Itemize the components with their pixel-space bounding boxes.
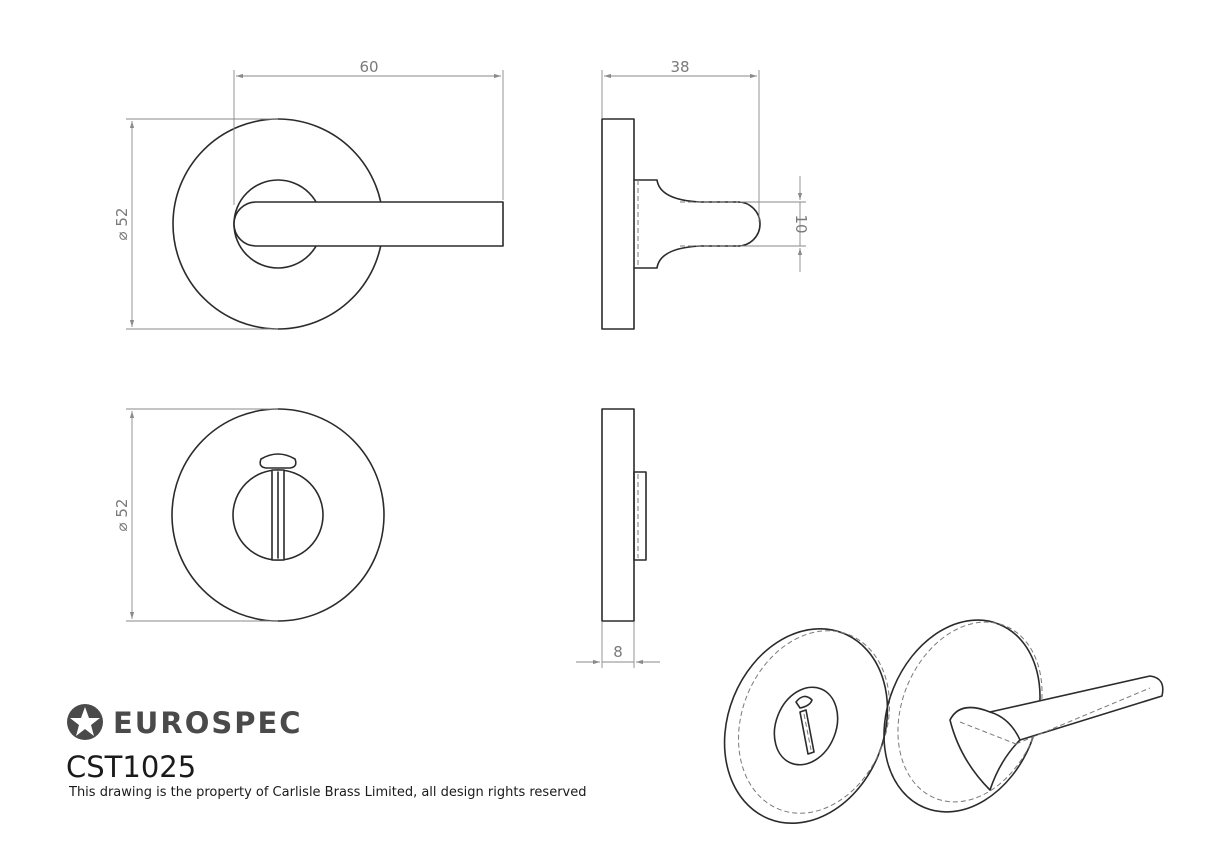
brand-name: EUROSPEC xyxy=(113,706,303,740)
dimension-label-60: 60 xyxy=(359,58,378,76)
dimension-label-10: 10 xyxy=(792,214,810,233)
star-badge-icon xyxy=(67,704,103,740)
dimension-rose-depth: 8 xyxy=(576,622,660,668)
dimension-label-diameter-bottom: ⌀ 52 xyxy=(113,499,131,532)
dimension-label-diameter-top: ⌀ 52 xyxy=(113,208,131,241)
copyright-notice: This drawing is the property of Carlisle… xyxy=(68,785,586,800)
dimension-rose-diameter-bottom: ⌀ 52 xyxy=(113,408,278,622)
product-code: CST1025 xyxy=(66,750,196,784)
dimension-label-38: 38 xyxy=(670,58,689,76)
brand-logo: EUROSPEC xyxy=(67,704,303,740)
dimension-handle-width: 60 xyxy=(233,58,504,205)
dimension-lever-thickness: 10 xyxy=(740,176,810,272)
turn-release-isometric xyxy=(723,627,890,825)
lever-front-view xyxy=(172,118,504,330)
dimension-rose-diameter-top: ⌀ 52 xyxy=(113,118,278,330)
turn-release-front-view xyxy=(171,408,385,622)
lever-side-view xyxy=(601,118,761,330)
dimension-projection: 38 xyxy=(601,58,760,222)
dimension-label-8: 8 xyxy=(613,643,623,661)
turn-release-side-view xyxy=(601,408,647,622)
lever-isometric xyxy=(883,619,1164,813)
